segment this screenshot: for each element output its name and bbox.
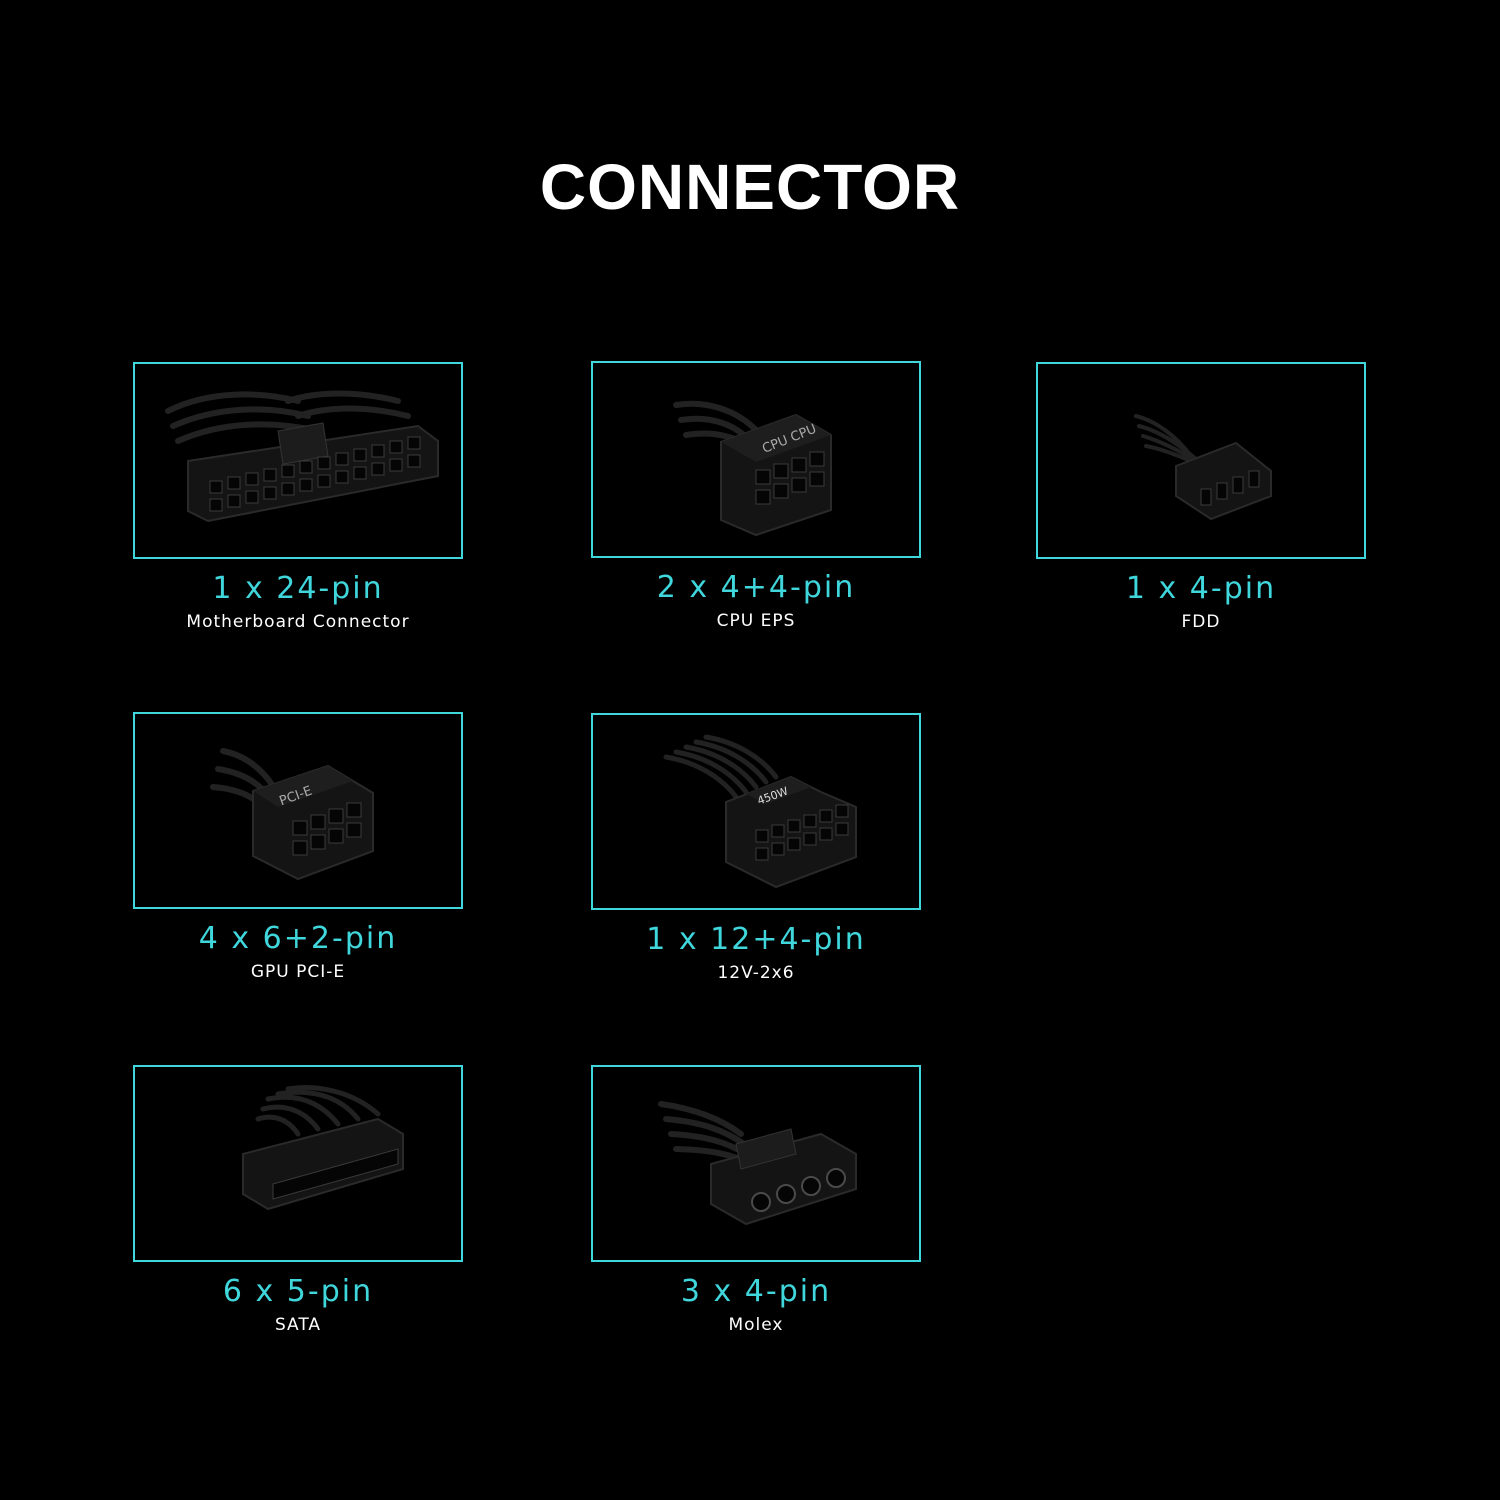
12v-2x6-connector-icon: 450W: [663, 734, 857, 888]
molex-connector-icon: [658, 1100, 857, 1225]
connector-image-frame: 450W: [591, 713, 921, 910]
connector-card-molex: 3 x 4-pin Molex: [591, 1065, 921, 1336]
fdd-connector-icon: [1134, 413, 1272, 520]
connector-quantity: 1 x 24-pin: [212, 571, 384, 606]
connector-card-cpu-eps: CPU CPU 2 x 4+4-pin CPU EPS: [591, 361, 921, 632]
connector-description: SATA: [274, 1315, 322, 1335]
connector-quantity: 6 x 5-pin: [222, 1274, 374, 1309]
atx-24pin-connector-icon: [165, 390, 439, 522]
connector-description: 12V-2x6: [717, 963, 795, 983]
connector-description: Motherboard Connector: [186, 612, 410, 632]
connector-image-frame: [133, 362, 463, 559]
sata-connector-icon: [242, 1084, 404, 1210]
connector-card-sata: 6 x 5-pin SATA: [133, 1065, 463, 1336]
connector-quantity: 4 x 6+2-pin: [198, 921, 398, 956]
cpu-eps-connector-icon: CPU CPU: [673, 400, 832, 536]
connector-description: CPU EPS: [716, 611, 796, 631]
connector-quantity: 3 x 4-pin: [680, 1274, 832, 1309]
connector-description: FDD: [1181, 612, 1221, 632]
connector-quantity: 1 x 12+4-pin: [646, 922, 866, 957]
connector-image-frame: [1036, 362, 1366, 559]
connector-quantity: 2 x 4+4-pin: [656, 570, 856, 605]
pcie-connector-icon: PCI-E: [210, 747, 374, 880]
connector-image-frame: CPU CPU: [591, 361, 921, 558]
connector-image-frame: [591, 1065, 921, 1262]
connector-quantity: 1 x 4-pin: [1125, 571, 1277, 606]
connector-description: Molex: [728, 1315, 784, 1335]
connector-image-frame: PCI-E: [133, 712, 463, 909]
connector-card-24pin: 1 x 24-pin Motherboard Connector: [133, 362, 463, 633]
connector-card-pcie: PCI-E 4 x 6+2-pin GPU PCI-E: [133, 712, 463, 983]
connector-card-fdd: 1 x 4-pin FDD: [1036, 362, 1366, 633]
page-title: CONNECTOR: [539, 151, 961, 223]
connector-description: GPU PCI-E: [250, 962, 346, 982]
connector-image-frame: [133, 1065, 463, 1262]
connector-card-12v-2x6: 450W 1 x 12+4-pin 12V-2x6: [591, 713, 921, 984]
